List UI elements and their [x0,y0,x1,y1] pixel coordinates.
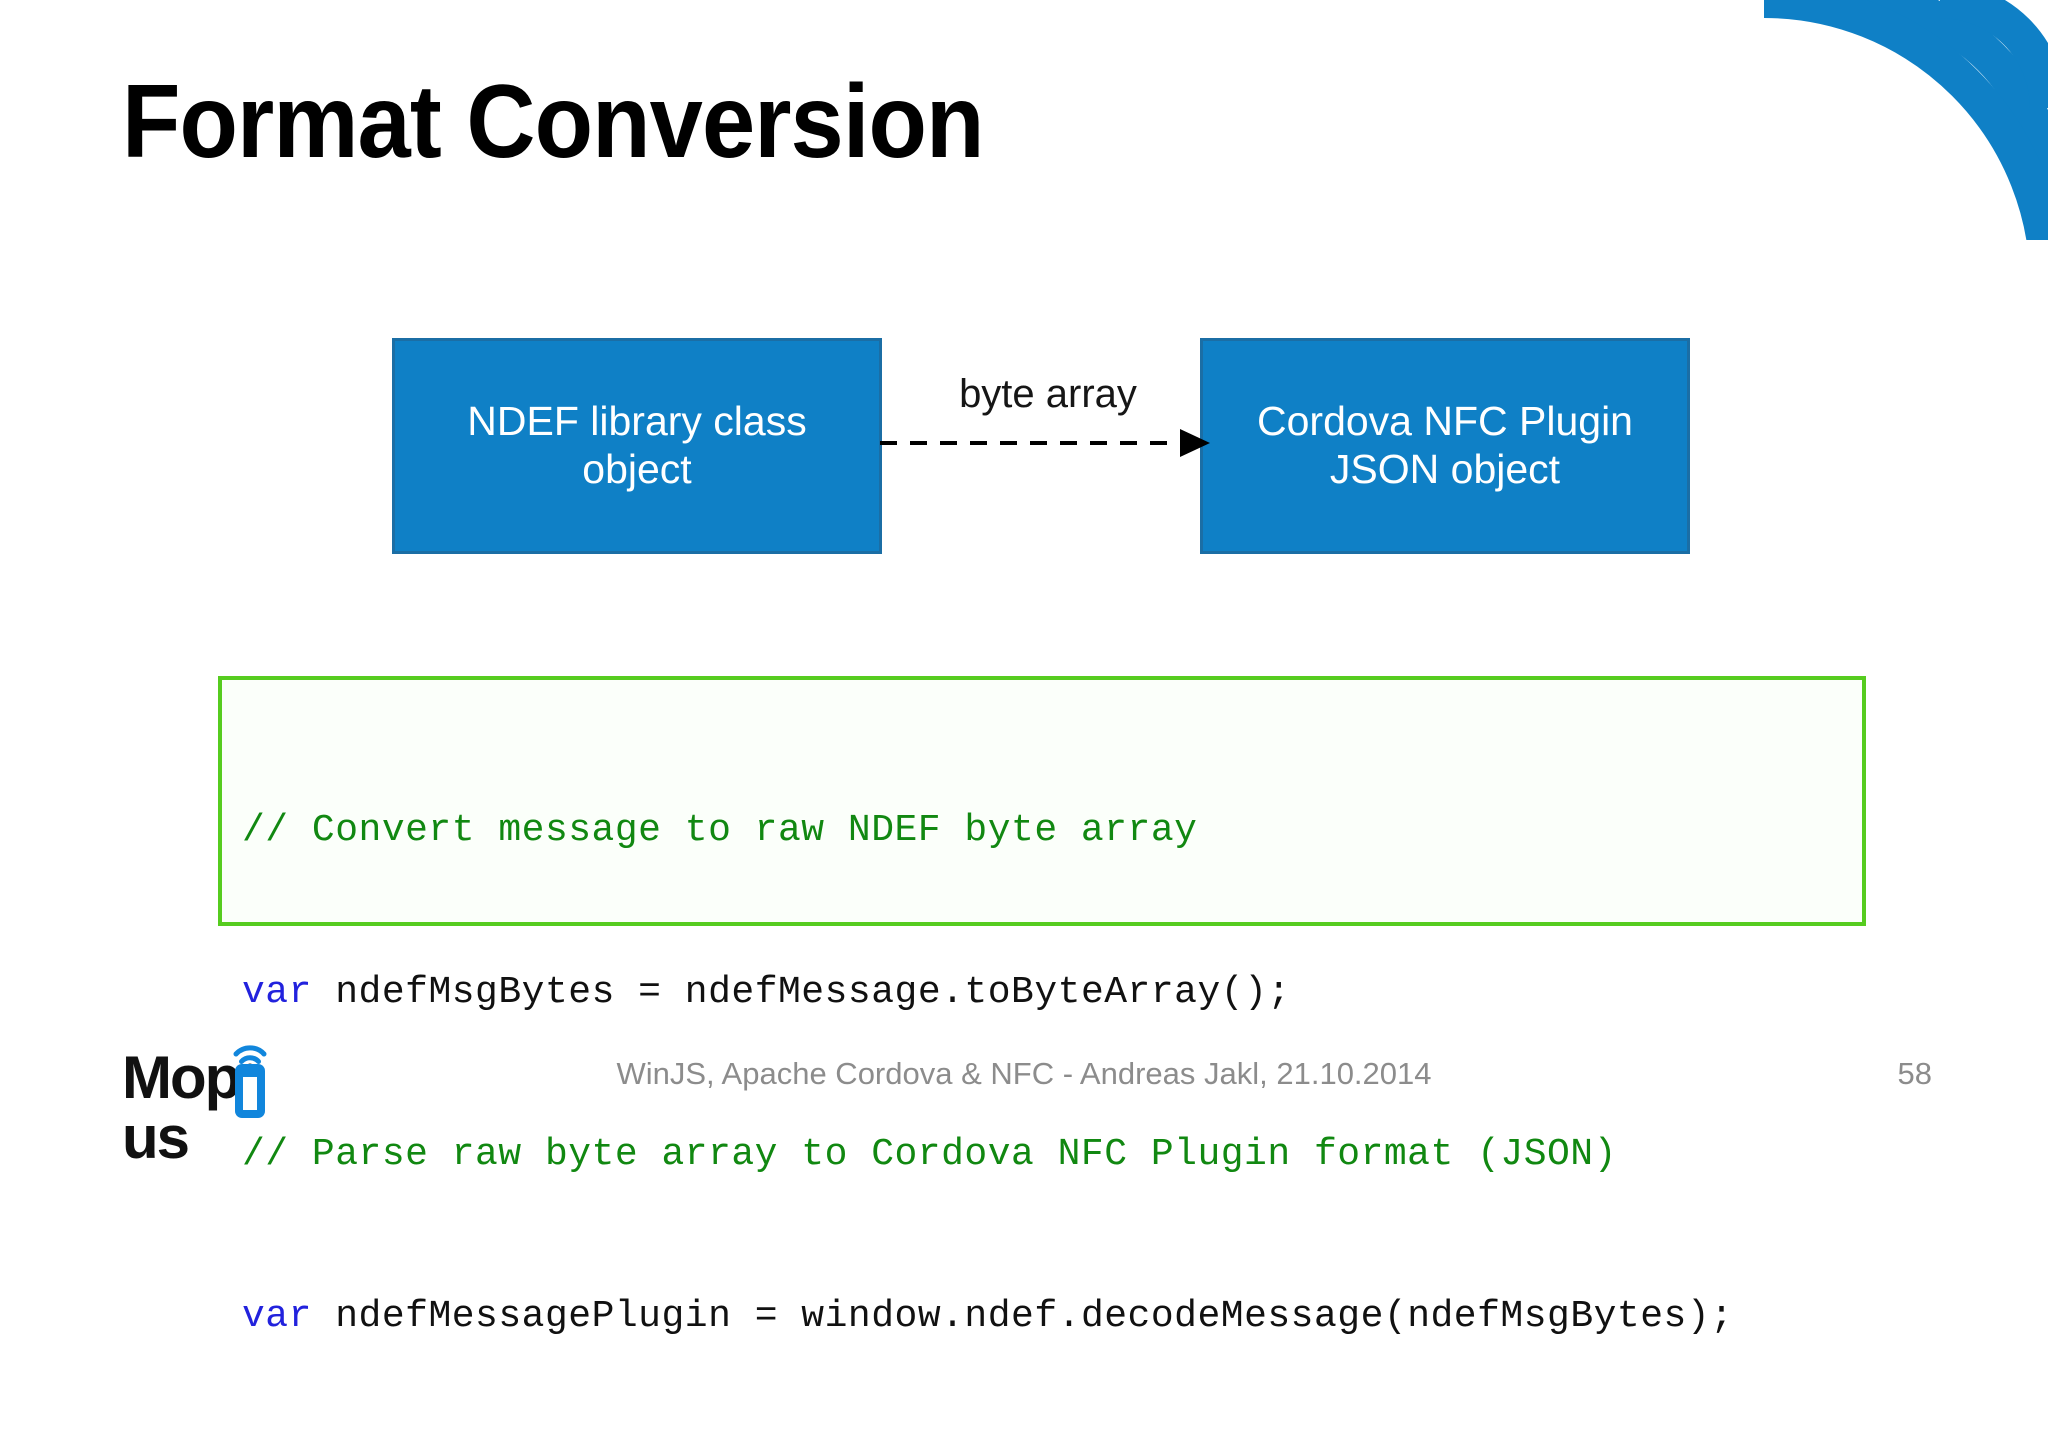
nfc-phone-icon [233,1045,267,1118]
code-line-1: // Convert message to raw NDEF byte arra… [242,804,1862,858]
diagram-box-right-line2: JSON object [1329,446,1561,492]
code-line-2: var ndefMsgBytes = ndefMessage.toByteArr… [242,966,1862,1020]
page-number: 58 [1897,1056,1932,1091]
diagram-box-left-line2: object [582,446,692,492]
footer-caption: WinJS, Apache Cordova & NFC - Andreas Ja… [616,1056,1432,1091]
diagram-box-right-line1: Cordova NFC Plugin [1257,398,1633,445]
code-line-4: var ndefMessagePlugin = window.ndef.deco… [242,1290,1862,1344]
logo-text-suffix: us [122,1104,190,1171]
code-snippet[interactable]: // Convert message to raw NDEF byte arra… [218,676,1866,1338]
diagram-box-cordova-plugin[interactable]: Cordova NFC Plugin JSON object [1200,338,1690,554]
slide-canvas: Format Conversion NDEF library class obj… [122,0,2048,1338]
code-comment: // Parse raw byte array to Cordova NFC P… [242,1133,1617,1176]
diagram-box-left-line1: NDEF library class [467,398,807,445]
code-text: ndefMessagePlugin = window.ndef.decodeMe… [311,1295,1734,1338]
code-text: ndefMsgBytes = ndefMessage.toByteArray()… [311,971,1291,1014]
code-comment: // Convert message to raw NDEF byte arra… [242,809,1198,852]
nfc-arcs-icon [1763,0,2048,240]
dashed-arrow-icon [880,429,1210,457]
code-keyword: var [242,971,312,1014]
connector-label: byte array [959,372,1137,416]
code-keyword: var [242,1295,312,1338]
code-line-3: // Parse raw byte array to Cordova NFC P… [242,1128,1862,1182]
diagram-box-ndef-library[interactable]: NDEF library class object [392,338,882,554]
page-title: Format Conversion [122,64,984,180]
logo-text-prefix: Mop [122,1044,241,1111]
